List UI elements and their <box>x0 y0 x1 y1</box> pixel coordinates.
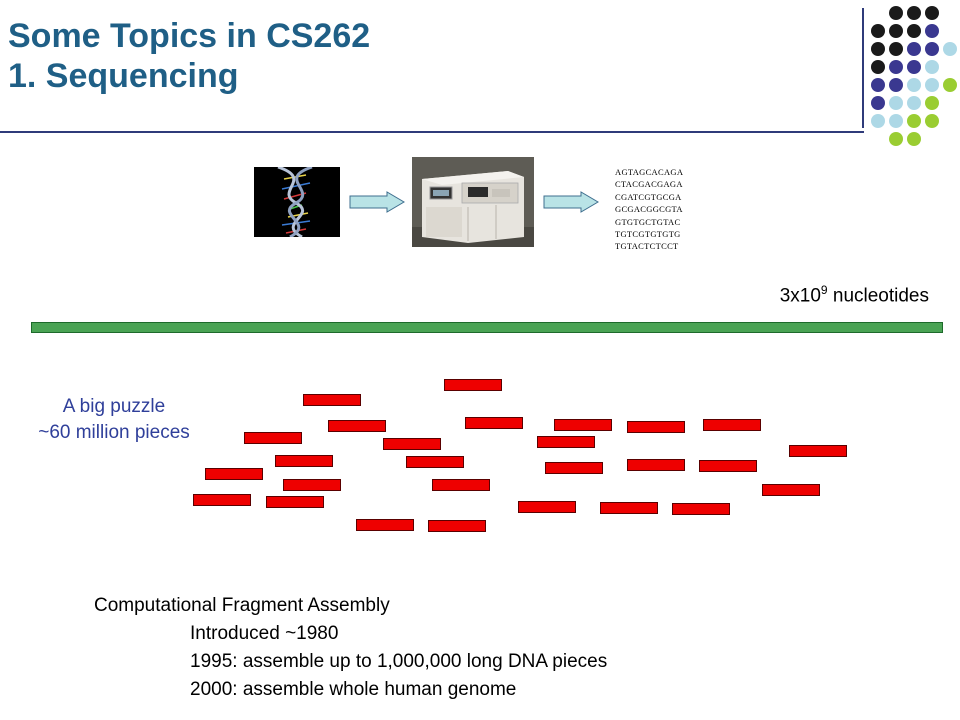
genome-size-unit: nucleotides <box>827 285 929 307</box>
sequence-read: AGTAGCACAGA <box>615 167 684 177</box>
assembly-item: Introduced ~1980 <box>190 623 339 644</box>
sequence-read: GCGACGGCGTA <box>615 204 683 215</box>
dna-fragment <box>545 462 603 474</box>
decor-dot <box>907 6 921 20</box>
genome-size-label: 3x109 nucleotides <box>780 283 929 307</box>
decor-dot <box>925 42 939 56</box>
decor-dot <box>871 42 885 56</box>
decor-dot <box>907 42 921 56</box>
dna-fragment <box>672 503 730 515</box>
assembly-heading: Computational Fragment Assembly <box>94 595 390 616</box>
genome-size-exponent: 9 <box>820 283 828 297</box>
slide-title-line2: 1. Sequencing <box>8 57 239 95</box>
decor-dot <box>889 6 903 20</box>
sequencer-machine-image <box>412 157 534 247</box>
decor-dot <box>889 24 903 38</box>
dna-fragment <box>303 394 361 406</box>
decor-vertical-divider <box>862 8 864 128</box>
dna-fragment <box>703 419 761 431</box>
decor-dot <box>907 60 921 74</box>
dna-fragment <box>205 468 263 480</box>
decor-dot <box>871 24 885 38</box>
puzzle-label-line1: A big puzzle <box>62 396 166 417</box>
dna-fragment <box>428 520 486 532</box>
dna-fragment <box>699 460 757 472</box>
sequence-read: TGTACTCTCCT <box>615 241 679 252</box>
dna-helix-image <box>254 165 340 239</box>
decor-dot <box>871 78 885 92</box>
decor-dot <box>871 96 885 110</box>
decor-dot <box>889 96 903 110</box>
dna-fragment <box>627 421 685 433</box>
decor-dot <box>907 24 921 38</box>
decor-dot <box>925 60 939 74</box>
genome-bar <box>31 322 943 333</box>
decor-dot <box>871 60 885 74</box>
assembly-item: 1995: assemble up to 1,000,000 long DNA … <box>190 651 608 672</box>
dna-fragment <box>244 432 302 444</box>
dna-fragment <box>762 484 820 496</box>
assembly-item: 2000: assemble whole human genome <box>190 679 517 700</box>
dna-fragment <box>283 479 341 491</box>
sequence-read: TGTCGTGTGTG <box>615 229 681 240</box>
dna-fragment <box>266 496 324 508</box>
decor-dot <box>925 96 939 110</box>
dna-fragment <box>193 494 251 506</box>
decor-dot <box>943 42 957 56</box>
decor-dot <box>889 60 903 74</box>
dna-fragment <box>444 379 502 391</box>
dna-fragment <box>554 419 612 431</box>
puzzle-label-line2: ~60 million pieces <box>38 422 190 443</box>
sequence-read: CGATCGTGCGA <box>615 191 682 202</box>
dna-fragment <box>432 479 490 491</box>
decor-dot <box>925 6 939 20</box>
decor-dot <box>907 132 921 146</box>
decor-dot <box>925 78 939 92</box>
dna-fragment <box>600 502 658 514</box>
genome-size-base: 3x10 <box>779 285 821 307</box>
decor-dot <box>889 78 903 92</box>
puzzle-label: A big puzzle ~60 million pieces <box>10 394 218 446</box>
dna-fragment <box>627 459 685 471</box>
decor-dot <box>925 114 939 128</box>
right-arrow-icon <box>543 191 599 213</box>
title-divider <box>0 131 864 133</box>
decor-dot <box>907 78 921 92</box>
decor-dot <box>925 24 939 38</box>
decor-dot <box>907 96 921 110</box>
dna-fragment <box>356 519 414 531</box>
right-arrow-icon <box>349 191 405 213</box>
slide-title: Some Topics in CS262 1. Sequencing <box>8 16 370 96</box>
sequence-read: CTACGACGAGA <box>615 179 683 190</box>
assembly-notes: Computational Fragment Assembly Introduc… <box>94 592 607 704</box>
decor-dot <box>907 114 921 128</box>
dna-fragment <box>789 445 847 457</box>
dna-fragment <box>328 420 386 432</box>
slide-title-line1: Some Topics in CS262 <box>8 17 371 55</box>
dna-fragment <box>406 456 464 468</box>
dna-fragment <box>383 438 441 450</box>
decor-dot <box>889 132 903 146</box>
dna-fragment <box>518 501 576 513</box>
dna-fragment <box>465 417 523 429</box>
decor-dot <box>889 114 903 128</box>
sequence-read: GTGTGCTGTAC <box>615 216 681 227</box>
decor-dot <box>889 42 903 56</box>
sequence-reads: AGTAGCACAGA CTACGACGAGA CGATCGTGCGA GCGA… <box>615 166 683 253</box>
decor-dot <box>871 114 885 128</box>
decor-dot <box>943 78 957 92</box>
dna-fragment <box>275 455 333 467</box>
dna-fragment <box>537 436 595 448</box>
